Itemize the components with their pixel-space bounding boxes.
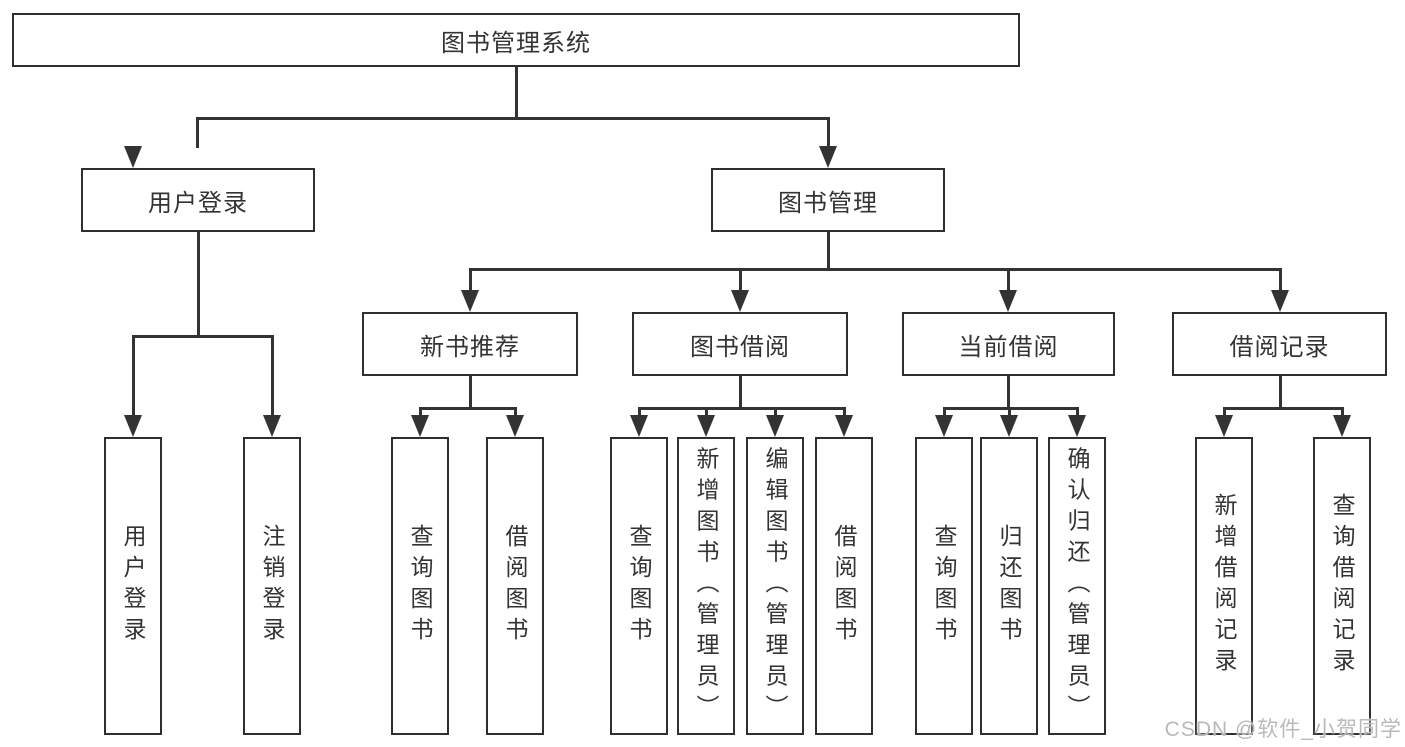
node-leaf-return-book: 归还图书 <box>980 437 1038 735</box>
arrow-down-icon <box>124 146 142 168</box>
arrow-down-icon <box>1333 415 1351 437</box>
arrow-down-icon <box>835 415 853 437</box>
connector-mgmt-stub <box>827 232 830 270</box>
connector-drop <box>705 407 708 417</box>
connector-drop <box>514 407 517 417</box>
arrow-down-icon <box>731 290 749 312</box>
arrow-down-icon <box>630 415 648 437</box>
node-label: 借阅图书 <box>831 524 857 648</box>
arrow-down-icon <box>1068 415 1086 437</box>
connector-drop <box>1008 407 1011 417</box>
connector-bus <box>943 407 1079 410</box>
node-book-management: 图书管理 <box>711 168 945 232</box>
node-label: 查询图书 <box>931 524 957 648</box>
connector-bus <box>638 407 846 410</box>
node-user-login: 用户登录 <box>81 168 315 232</box>
node-label: 新增图书（管理员） <box>693 446 719 726</box>
node-label: 编辑图书（管理员） <box>762 446 788 726</box>
arrow-down-icon <box>697 415 715 437</box>
node-label: 确认归还（管理员） <box>1064 446 1090 726</box>
connector-stub <box>1279 376 1282 408</box>
arrow-down-icon <box>506 415 524 437</box>
node-label: 图书管理 <box>778 189 878 217</box>
arrow-down-icon <box>1271 290 1289 312</box>
node-new-book-recommend: 新书推荐 <box>362 312 578 376</box>
connector-stub <box>739 376 742 408</box>
node-label: 查询图书 <box>626 524 652 648</box>
connector-drop <box>1007 268 1010 293</box>
connector-mgmt-bus <box>469 268 1281 271</box>
node-leaf-query-books-recommend: 查询图书 <box>391 437 449 735</box>
connector-drop <box>1341 407 1344 417</box>
arrow-down-icon <box>766 415 784 437</box>
node-leaf-user-login: 用户登录 <box>104 437 162 735</box>
node-label: 新书推荐 <box>420 333 520 361</box>
node-label: 用户登录 <box>148 189 248 217</box>
node-label: 查询图书 <box>407 524 433 648</box>
node-leaf-borrow-books: 借阅图书 <box>815 437 873 735</box>
node-label: 用户登录 <box>120 524 146 648</box>
connector-stub <box>1007 376 1010 408</box>
node-leaf-query-books-borrow: 查询图书 <box>610 437 668 735</box>
node-label: 图书管理系统 <box>441 29 591 57</box>
arrow-down-icon <box>999 290 1017 312</box>
node-current-borrow: 当前借阅 <box>902 312 1115 376</box>
node-label: 归还图书 <box>996 524 1022 648</box>
arrow-down-icon <box>461 290 479 312</box>
connector-drop <box>419 407 422 417</box>
node-label: 当前借阅 <box>958 333 1059 361</box>
arrow-down-icon <box>263 415 281 437</box>
connector-drop <box>843 407 846 417</box>
connector-drop <box>943 407 946 417</box>
node-label: 新增借阅记录 <box>1211 493 1237 679</box>
connector-root-stub <box>515 67 518 118</box>
connector-user-stub <box>197 232 200 336</box>
node-label: 查询借阅记录 <box>1329 493 1355 679</box>
node-label: 注销登录 <box>259 524 285 648</box>
connector-drop <box>638 407 641 417</box>
arrow-down-icon <box>1000 415 1018 437</box>
connector-drop <box>469 268 472 293</box>
node-leaf-edit-book-admin: 编辑图书（管理员） <box>746 437 804 735</box>
watermark-text: CSDN @软件_小贺同学 <box>1164 718 1402 741</box>
node-leaf-query-books-current: 查询图书 <box>915 437 973 735</box>
node-root: 图书管理系统 <box>12 13 1020 67</box>
connector-drop <box>739 268 742 293</box>
connector-drop <box>196 117 199 148</box>
arrow-down-icon <box>1215 415 1233 437</box>
connector-bus <box>419 407 517 410</box>
connector-drop <box>774 407 777 417</box>
connector-user-bus <box>132 335 273 338</box>
connector-drop <box>1223 407 1226 417</box>
connector-drop <box>1279 268 1282 293</box>
connector-drop <box>1076 407 1079 417</box>
node-label: 借阅图书 <box>502 524 528 648</box>
connector-drop <box>132 335 135 416</box>
node-leaf-query-borrow-record: 查询借阅记录 <box>1313 437 1371 735</box>
node-leaf-borrow-books-recommend: 借阅图书 <box>486 437 544 735</box>
arrow-down-icon <box>411 415 429 437</box>
connector-stub <box>469 376 472 408</box>
connector-drop <box>271 335 274 416</box>
node-label: 图书借阅 <box>690 333 790 361</box>
connector-root-bus <box>196 117 829 120</box>
arrow-down-icon <box>819 146 837 168</box>
arrow-down-icon <box>124 415 142 437</box>
node-book-borrow: 图书借阅 <box>632 312 848 376</box>
connector-drop <box>827 117 830 148</box>
node-leaf-logout: 注销登录 <box>243 437 301 735</box>
node-borrow-records: 借阅记录 <box>1172 312 1387 376</box>
node-leaf-add-book-admin: 新增图书（管理员） <box>677 437 735 735</box>
node-leaf-add-borrow-record: 新增借阅记录 <box>1195 437 1253 735</box>
node-label: 借阅记录 <box>1229 333 1330 361</box>
arrow-down-icon <box>935 415 953 437</box>
node-leaf-confirm-return-admin: 确认归还（管理员） <box>1048 437 1106 735</box>
connector-bus <box>1223 407 1343 410</box>
